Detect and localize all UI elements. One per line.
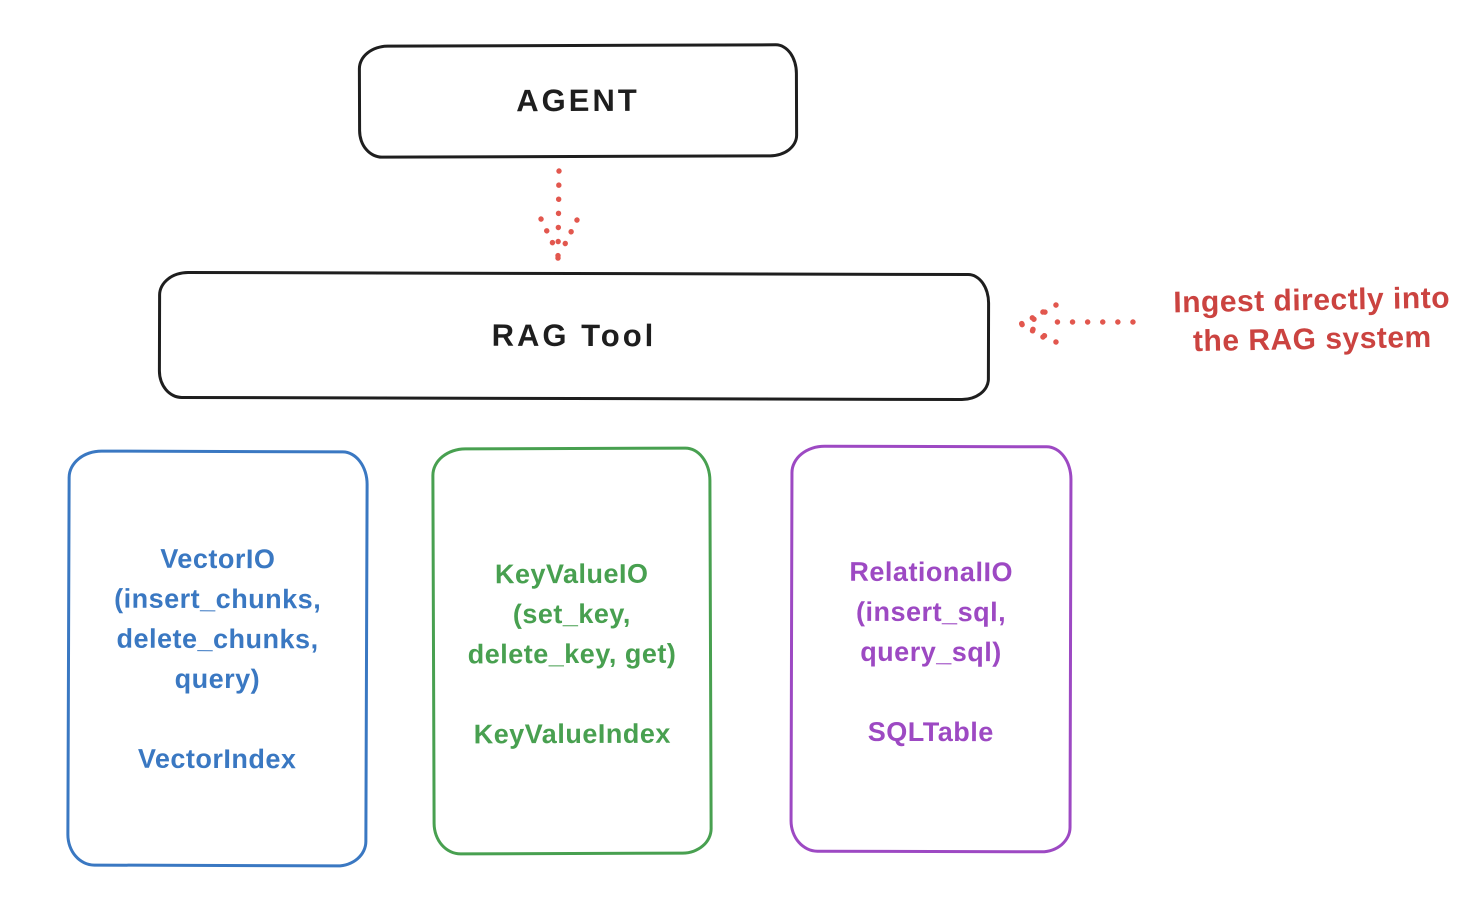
relational-io-text: RelationalIO (insert_sql, query_sql) SQL…: [793, 552, 1070, 753]
vector-io-line-3: delete_chunks,: [116, 623, 319, 655]
annotation-line-2: the RAG system: [1192, 320, 1432, 359]
annotation-line-1: Ingest directly into: [1173, 281, 1451, 320]
agent-node: AGENT: [357, 43, 799, 159]
key-value-io-line-1: KeyValueIO: [494, 558, 649, 590]
annotation-to-rag-tool-arrow: [1018, 302, 1136, 345]
key-value-io-node: KeyValueIO (set_key, delete_key, get) Ke…: [431, 446, 713, 856]
annotation-text: Ingest directly into the RAG system: [1137, 278, 1484, 362]
vector-index-label: VectorIndex: [137, 743, 297, 775]
rag-tool-node: RAG Tool: [157, 270, 991, 402]
vector-io-line-4: query): [174, 663, 261, 695]
agent-to-rag-tool-arrow: [538, 168, 580, 261]
vector-io-text: VectorIO (insert_chunks, delete_chunks, …: [70, 538, 366, 779]
key-value-index-label: KeyValueIndex: [473, 718, 671, 750]
relational-io-node: RelationalIO (insert_sql, query_sql) SQL…: [789, 444, 1073, 854]
key-value-io-line-3: delete_key, get): [467, 638, 677, 670]
rag-tool-node-label: RAG Tool: [491, 317, 657, 354]
vector-io-line-1: VectorIO: [160, 543, 276, 575]
relational-io-line-2: (insert_sql,: [856, 596, 1007, 628]
agent-node-label: AGENT: [516, 82, 640, 119]
vector-io-node: VectorIO (insert_chunks, delete_chunks, …: [66, 449, 369, 868]
key-value-io-text: KeyValueIO (set_key, delete_key, get) Ke…: [435, 554, 710, 755]
relational-io-line-3: query_sql): [860, 636, 1002, 668]
key-value-io-line-2: (set_key,: [512, 598, 631, 630]
sql-table-label: SQLTable: [867, 716, 994, 748]
relational-io-line-1: RelationalIO: [849, 556, 1014, 588]
vector-io-line-2: (insert_chunks,: [114, 583, 322, 615]
